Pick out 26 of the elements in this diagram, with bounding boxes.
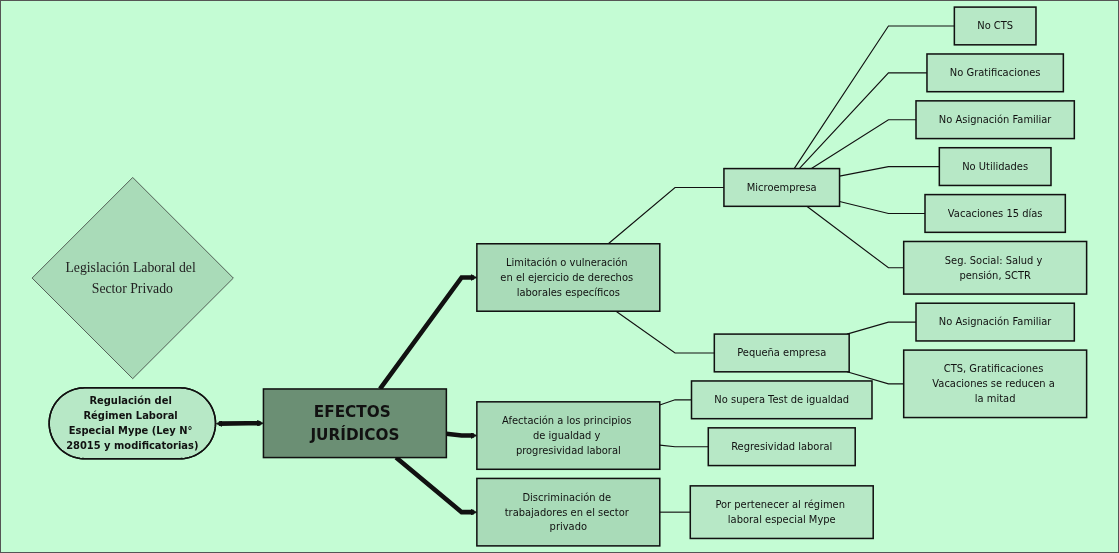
node-box: Por pertenecer al régimen laboral especial Mype [689,485,875,540]
arrow [216,419,264,427]
node-box: No supera Test de igualdad [690,380,873,420]
node-box: Pequeña empresa [713,333,851,373]
node-box: No Utilidades [938,146,1052,187]
connector [811,119,917,170]
node-box: Vacaciones 15 días [924,193,1067,234]
node-box: Afectación a los principios de igualdad y progresividad laboral [476,401,661,471]
node-box: Microempresa [723,167,841,208]
node-box: EFECTOS JURÍDICOS [262,388,448,459]
connector [615,310,715,354]
node-box: Limitación o vulneración en el ejercicio de derechos laborales específicos [476,243,661,312]
node-box: Seg. Social: Salud y pensión, SCTR [903,240,1088,295]
connector [839,201,926,215]
node-box: No CTS [953,6,1037,46]
node-box: Discriminación de trabajadores en el sector privado [476,477,661,547]
connector [659,444,709,448]
node-box: CTS, Gratificaciones Vacaciones se reducen a la mitad [903,349,1088,419]
node-box: No Asignación Familiar [915,100,1076,140]
node-box: No Gratificaciones [926,53,1065,93]
node-box: No Asignación Familiar [915,302,1076,342]
node-diamond: Legislación Laboral del Sector Privado [31,177,234,380]
connector [659,511,691,513]
connector [607,186,725,245]
connector [798,72,928,170]
node-box: Regresividad laboral [707,427,857,467]
